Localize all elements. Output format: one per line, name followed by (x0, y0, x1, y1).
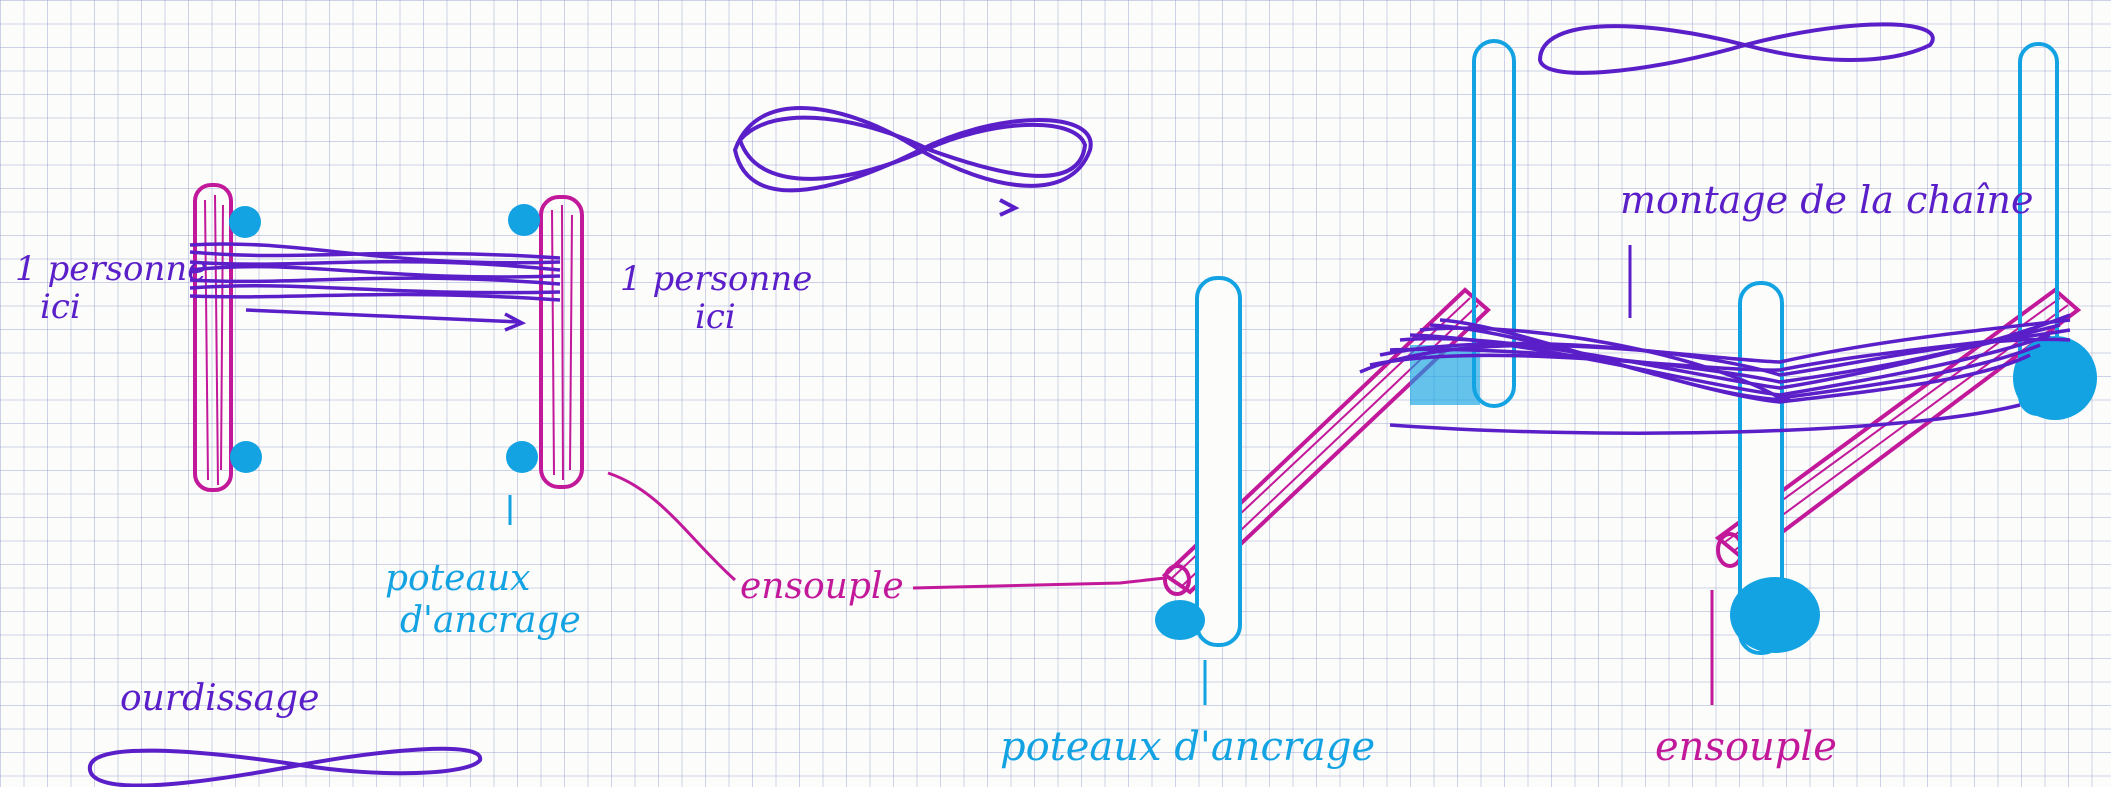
figure-eight-sketch-bottom (87, 746, 482, 787)
figure-eight-sketch-small (1537, 22, 1935, 75)
warp-threads (189, 242, 561, 332)
label-montage: montage de la chaîne (1620, 178, 2034, 222)
left-beam (193, 183, 233, 492)
warping-setup (189, 183, 584, 525)
right-beam-grain (551, 204, 573, 481)
warp-arrow (504, 312, 527, 332)
anchor-post (1195, 276, 1242, 647)
anchor-dot (230, 441, 262, 473)
anchor-post (1472, 39, 1516, 408)
anchor-dot (229, 206, 261, 238)
figure-eight-sketch (732, 106, 1093, 217)
ensouple-connector-left (607, 471, 736, 582)
beam-end (1163, 564, 1191, 596)
label-ensouple-right: ensouple (1655, 724, 1837, 770)
anchor-dot (508, 204, 540, 236)
label-poteaux-left: poteaux (385, 558, 530, 599)
loom-frame (1155, 39, 2097, 655)
anchor-dot (506, 441, 538, 473)
label-poteaux-bottom: poteaux d'ancrage (1000, 724, 1375, 770)
ensouple-connector-right (912, 576, 1166, 590)
post-base (1730, 577, 1820, 653)
label-ourdissage: ourdissage (120, 678, 319, 719)
post-base (2013, 336, 2097, 420)
label-person-left-line2: ici (40, 287, 81, 327)
left-beam-grain (204, 194, 224, 486)
label-ensouple-left: ensouple (740, 566, 904, 607)
label-poteaux-left-line2: d'ancrage (400, 600, 581, 641)
right-beam (539, 195, 584, 489)
label-person-left: 1 personne (15, 249, 207, 289)
post-base (1155, 600, 1205, 640)
label-person-right-line2: ici (695, 297, 736, 337)
left-diagonal-beam (1161, 287, 1491, 595)
loom-warp-threads (1359, 313, 2071, 435)
label-person-right: 1 personne (620, 259, 812, 299)
